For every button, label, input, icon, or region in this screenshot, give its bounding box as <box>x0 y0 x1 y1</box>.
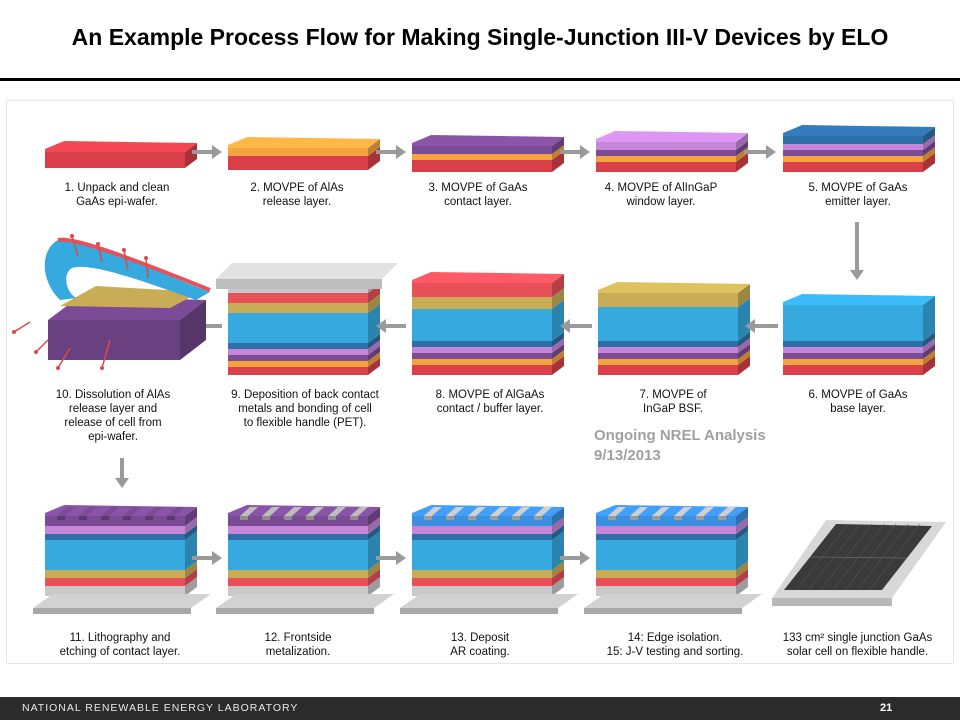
stack-step-9 <box>216 263 398 375</box>
stack-step-1 <box>45 141 197 168</box>
stack-step-12 <box>216 505 394 614</box>
arrow-6-7 <box>745 319 778 333</box>
arrow-2-3 <box>376 145 406 159</box>
stack-step-2 <box>228 137 380 170</box>
arrow-12-13 <box>376 551 406 565</box>
stack-step-11 <box>33 505 211 614</box>
stack-step-7 <box>598 282 750 375</box>
arrow-10-11 <box>115 458 129 488</box>
footer-bar: NATIONAL RENEWABLE ENERGY LABORATORY 21 <box>0 697 960 720</box>
stack-step-10-peel <box>12 234 211 370</box>
arrow-13-14 <box>560 551 590 565</box>
step-14-15-caption: 14: Edge isolation.15: J-V testing and s… <box>606 632 744 658</box>
arrow-1-2 <box>192 145 222 159</box>
slide-title: An Example Process Flow for Making Singl… <box>71 24 889 50</box>
footer-organization: NATIONAL RENEWABLE ENERGY LABORATORY <box>22 702 299 714</box>
stack-step-5 <box>783 125 935 172</box>
stack-step-3 <box>412 135 564 172</box>
stack-step-14 <box>584 505 762 614</box>
arrow-3-4 <box>560 145 590 159</box>
final-solar-cell <box>772 520 946 606</box>
page-number: 21 <box>880 702 893 714</box>
arrow-5-6 <box>850 222 864 280</box>
stack-step-13 <box>400 505 578 614</box>
arrow-4-5 <box>744 145 776 159</box>
stack-step-6 <box>783 294 935 375</box>
title-divider <box>0 78 960 81</box>
arrow-11-12 <box>192 551 222 565</box>
arrow-7-8 <box>560 319 592 333</box>
stack-step-8 <box>412 272 564 375</box>
stack-step-4 <box>596 131 748 172</box>
arrow-8-9 <box>376 319 406 333</box>
